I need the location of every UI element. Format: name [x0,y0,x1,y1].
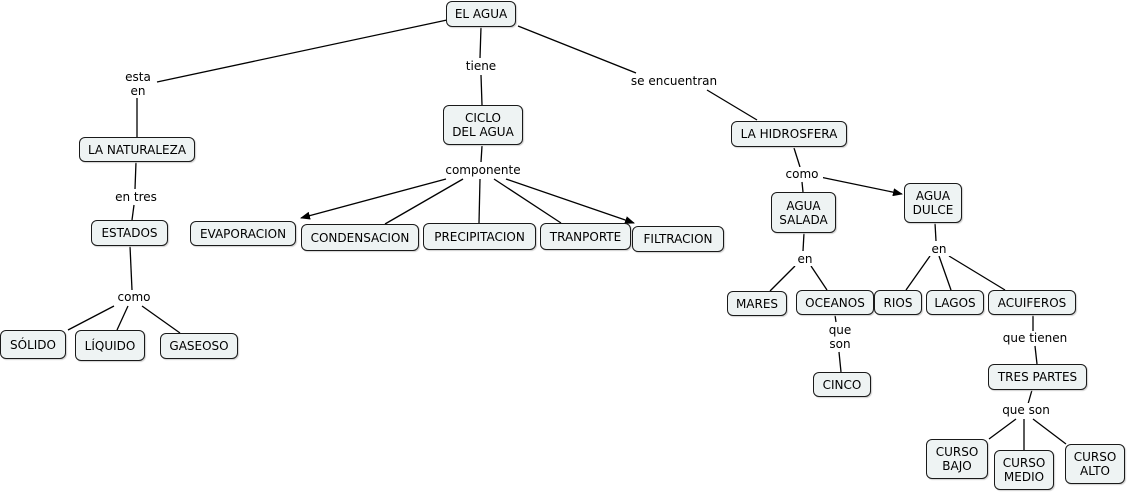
link-como-salada [801,181,804,193]
label-tiene: tiene [459,59,503,73]
concept-liquido[interactable]: LÍQUIDO [75,330,145,361]
concept-curso-medio[interactable]: CURSO MEDIO [994,450,1054,490]
link-en-oceanos [810,265,828,291]
label-que-tienen: que tienen [996,331,1074,345]
link-componente-condensacion [384,178,464,225]
link-agua-se-encuentran [517,25,637,74]
link-agua-esta-en [156,19,448,83]
link-en-acuiferos [948,255,1006,291]
label-en-tres: en tres [107,190,165,204]
concept-ciclo-del-agua[interactable]: CICLO DEL AGUA [443,105,523,145]
concept-gaseoso[interactable]: GASEOSO [160,333,238,359]
link-dulce-en [934,222,937,242]
concept-solido[interactable]: SÓLIDO [0,330,66,359]
concept-agua-salada[interactable]: AGUA SALADA [771,192,836,233]
link-se-encuentran-hidrosfera [706,89,758,121]
link-componente-precipitacion [478,178,481,224]
link-en-mares [769,265,796,292]
link-componente-evaporacion [300,178,447,220]
link-que-son-curso-alto [1032,418,1067,445]
concept-cinco[interactable]: CINCO [813,372,871,397]
label-componente: componente [438,163,528,177]
link-en-tres-estados [131,204,135,221]
label-en-dulce: en [926,242,952,256]
label-como-estados: como [113,290,155,304]
concept-condensacion[interactable]: CONDENSACION [301,224,419,251]
label-se-encuentran: se encuentran [624,74,724,88]
concept-la-naturaleza[interactable]: LA NATURALEZA [79,137,195,162]
link-en-lagos [938,255,952,291]
concept-lagos[interactable]: LAGOS [926,290,984,315]
link-ciclo-componente [480,145,483,163]
link-como-dulce [819,176,903,197]
link-salada-en [802,232,805,252]
label-como-hidrosfera: como [781,167,823,181]
concept-rios[interactable]: RIOS [874,290,922,315]
concept-agua-dulce[interactable]: AGUA DULCE [904,183,962,223]
link-tres-partes-que-son [1027,389,1033,405]
link-hidrosfera-como [793,147,801,168]
concept-precipitacion[interactable]: PRECIPITACION [423,223,536,250]
link-agua-tiene [479,26,482,59]
label-esta-en: esta en [120,70,156,98]
link-estados-como [129,245,133,291]
link-en-rios [905,255,931,291]
concept-mares[interactable]: MARES [727,291,787,316]
link-que-son-cinco [838,351,842,373]
concept-la-hidrosfera[interactable]: LA HIDROSFERA [731,121,847,147]
link-que-son-curso-bajo [988,418,1017,440]
concept-tres-partes[interactable]: TRES PARTES [988,364,1087,390]
concept-estados[interactable]: ESTADOS [91,220,168,246]
concept-curso-alto[interactable]: CURSO ALTO [1065,444,1125,484]
label-que-son-partes: que son [994,403,1058,417]
label-en-salada: en [792,252,818,266]
link-naturaleza-en-tres [134,161,137,190]
label-que-son-oceanos: que son [823,323,857,351]
link-tiene-ciclo [480,74,483,106]
link-como-solido [67,305,115,331]
link-como-liquido [116,305,129,331]
concept-acuiferos[interactable]: ACUIFEROS [988,290,1076,315]
concept-el-agua[interactable]: EL AGUA [446,1,516,27]
link-como-gaseoso [141,305,181,334]
concept-evaporacion[interactable]: EVAPORACION [190,221,296,246]
link-componente-filtracion [505,178,635,224]
link-oceanos-que-son [834,314,837,323]
link-que-tienen-tres-partes [1034,345,1038,365]
concept-oceanos[interactable]: OCEANOS [796,290,874,315]
link-componente-tranporte [493,178,562,224]
concept-filtracion[interactable]: FILTRACION [632,226,724,252]
concept-curso-bajo[interactable]: CURSO BAJO [926,439,988,479]
concept-tranporte[interactable]: TRANPORTE [540,223,631,250]
